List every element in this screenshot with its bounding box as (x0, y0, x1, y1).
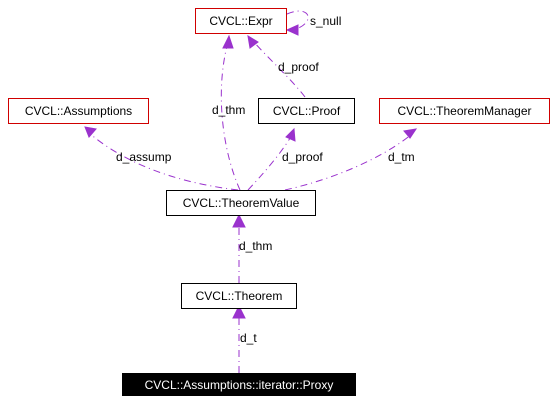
edge-label-s-null: s_null (310, 14, 342, 28)
edge-label-d-proof-value: d_proof (282, 150, 323, 164)
arrowhead-theorem-value-to-proof (285, 127, 296, 142)
node-cvcl-theorem-value[interactable]: CVCL::TheoremValue (166, 190, 316, 216)
edge-theorem-value-to-assumptions (87, 131, 239, 191)
arrowhead-theorem-value-to-expr (222, 34, 234, 49)
arrowhead-theorem-value-to-assumptions (84, 126, 97, 138)
edge-expr-self (286, 10, 309, 30)
edge-label-d-assump: d_assump (116, 150, 172, 164)
node-cvcl-assumptions-iterator-proxy[interactable]: CVCL::Assumptions::iterator::Proxy (122, 373, 356, 396)
node-label: CVCL::Assumptions::iterator::Proxy (144, 377, 334, 392)
edge-label-d-proof-expr: d_proof (278, 60, 319, 74)
arrowhead-proof-to-expr (247, 35, 259, 49)
node-label: CVCL::Theorem (195, 289, 283, 303)
edge-proof-to-expr (251, 39, 306, 98)
edge-label-d-thm-expr: d_thm (212, 103, 246, 117)
edge-label-d-tm: d_tm (388, 150, 415, 164)
node-label: CVCL::TheoremValue (182, 196, 300, 210)
arrowhead-expr-self (285, 24, 299, 36)
edge-theorem-value-to-expr (220, 41, 241, 191)
node-cvcl-expr[interactable]: CVCL::Expr (195, 8, 287, 34)
edge-label-d-t: d_t (240, 331, 257, 345)
edge-theorem-value-to-proof (247, 134, 293, 191)
node-label: CVCL::Assumptions (24, 104, 133, 118)
node-cvcl-proof[interactable]: CVCL::Proof (258, 98, 355, 124)
node-cvcl-assumptions[interactable]: CVCL::Assumptions (8, 98, 149, 124)
node-label: CVCL::Expr (209, 14, 273, 28)
node-label: CVCL::TheoremManager (397, 104, 532, 118)
arrowhead-theorem-to-theorem-value (232, 213, 246, 228)
arrowhead-proxy-to-theorem (232, 304, 246, 319)
arrowhead-theorem-value-to-theorem-manager (403, 128, 418, 139)
node-cvcl-theorem-manager[interactable]: CVCL::TheoremManager (379, 98, 550, 124)
node-cvcl-theorem[interactable]: CVCL::Theorem (181, 283, 297, 309)
edge-label-d-thm-theorem: d_thm (239, 239, 273, 253)
node-label: CVCL::Proof (272, 104, 341, 118)
